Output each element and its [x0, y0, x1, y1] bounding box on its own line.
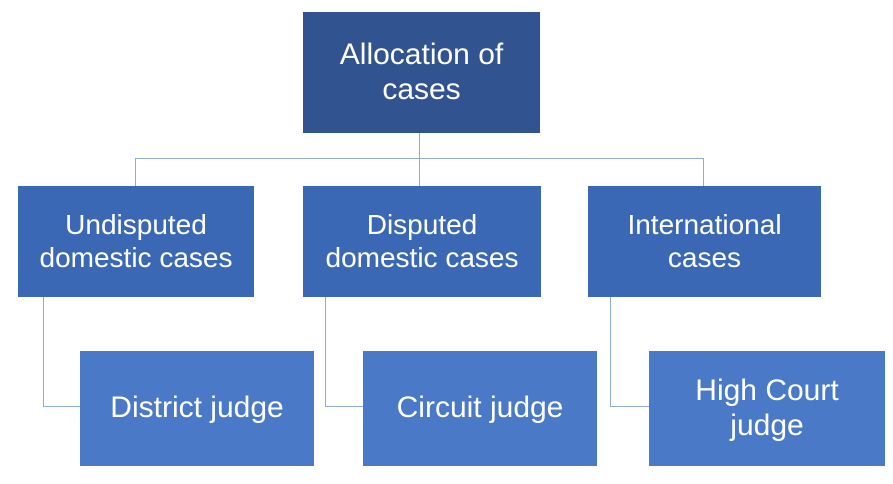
- connector-elbow-circuit-vertical: [325, 297, 326, 407]
- node-international-label-line1: International: [627, 209, 782, 241]
- node-root-label-line2: cases: [382, 72, 461, 106]
- connector-drop-disputed: [419, 158, 420, 186]
- node-undisputed-domestic-cases[interactable]: Undisputed domestic cases: [18, 186, 254, 297]
- node-district-judge-label-line1: District judge: [110, 391, 284, 425]
- node-international-cases[interactable]: International cases: [588, 186, 821, 297]
- node-high-court-judge-label-line1: High Court: [695, 374, 839, 407]
- connector-elbow-highcourt-vertical: [610, 297, 611, 407]
- node-root-label: Allocation of cases: [340, 38, 503, 107]
- node-international-label: International cases: [627, 209, 781, 273]
- node-disputed-domestic-cases[interactable]: Disputed domestic cases: [303, 186, 541, 297]
- node-undisputed-label-line1: Undisputed: [65, 209, 207, 241]
- node-undisputed-label-line2: domestic cases: [39, 241, 233, 273]
- connector-elbow-district-vertical: [43, 297, 44, 407]
- node-district-judge[interactable]: District judge: [80, 351, 314, 466]
- connector-drop-international: [703, 158, 704, 186]
- node-disputed-label: Disputed domestic cases: [326, 209, 519, 273]
- node-circuit-judge-label-line1: Circuit judge: [396, 391, 564, 425]
- node-high-court-judge-label-line2: judge: [730, 408, 804, 442]
- connector-elbow-district-horizontal: [43, 406, 81, 407]
- node-international-label-line2: cases: [667, 241, 742, 273]
- node-allocation-of-cases[interactable]: Allocation of cases: [303, 12, 540, 133]
- node-circuit-judge[interactable]: Circuit judge: [363, 351, 597, 466]
- node-circuit-judge-label: Circuit judge: [397, 391, 564, 426]
- node-undisputed-label: Undisputed domestic cases: [40, 209, 233, 273]
- node-disputed-label-line1: Disputed: [366, 209, 478, 241]
- connector-elbow-circuit-horizontal: [325, 406, 365, 407]
- connector-drop-undisputed: [135, 158, 136, 186]
- connector-root-stem: [419, 133, 420, 158]
- node-district-judge-label: District judge: [110, 391, 283, 426]
- node-high-court-judge-label: High Court judge: [695, 374, 838, 443]
- connector-elbow-highcourt-horizontal: [610, 406, 651, 407]
- node-root-label-line1: Allocation of: [339, 38, 504, 71]
- node-disputed-label-line2: domestic cases: [325, 241, 519, 273]
- node-high-court-judge[interactable]: High Court judge: [649, 351, 885, 466]
